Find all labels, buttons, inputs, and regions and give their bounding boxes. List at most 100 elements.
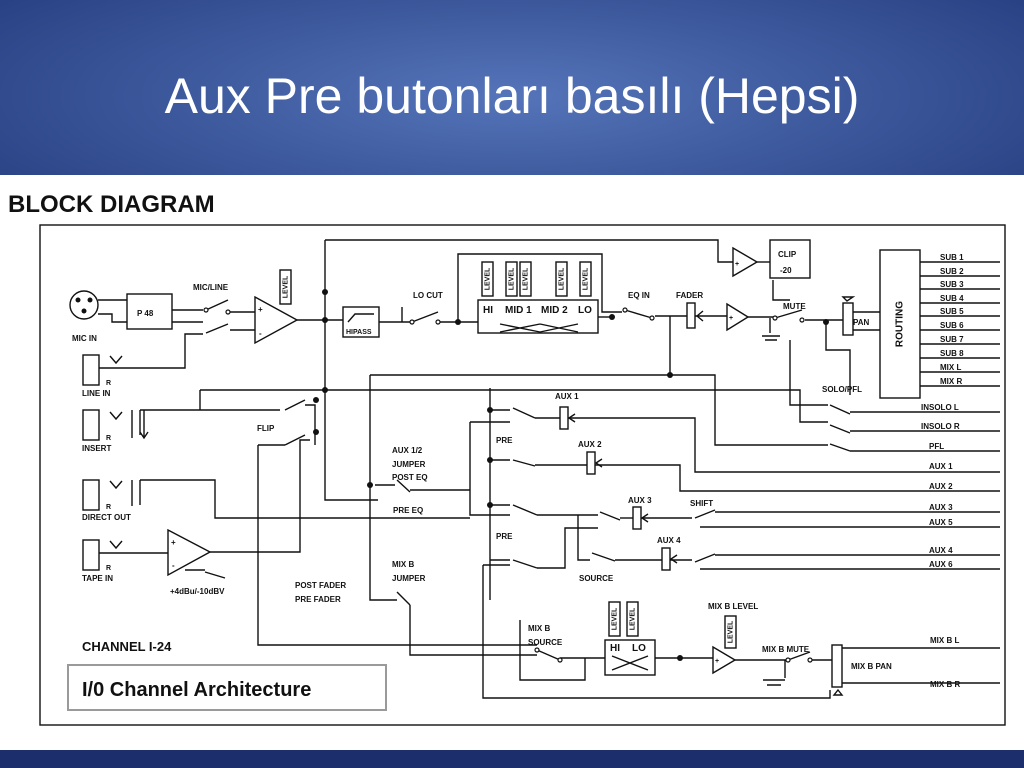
output-label: AUX 6	[929, 560, 953, 569]
label-pan: PAN	[853, 318, 870, 327]
jack-tip-icon	[109, 355, 123, 365]
output-label: SUB 7	[940, 335, 964, 344]
wire	[409, 605, 537, 656]
level-knob-eq-lo: LEVEL	[579, 261, 592, 297]
label-pre-eq: PRE EQ	[393, 506, 423, 515]
junction-dot	[677, 655, 683, 661]
wire	[825, 322, 851, 395]
switch-solo-2	[829, 424, 851, 434]
output-label: SUB 5	[940, 307, 964, 316]
label-level: LEVEL	[611, 607, 618, 630]
junction-dot	[487, 407, 493, 413]
jack-body	[82, 479, 100, 511]
switch-contact	[435, 319, 441, 325]
architecture-caption-box	[67, 664, 387, 711]
wire	[370, 374, 828, 446]
switch-mixb-mute	[787, 651, 811, 661]
output-label: MIX B R	[930, 680, 960, 689]
jack-tape-in: R	[82, 539, 123, 572]
switch-mixb-jumper	[396, 591, 411, 606]
switch-contact	[557, 657, 563, 663]
switch-aux4-pre	[512, 559, 538, 569]
junction-dot	[487, 457, 493, 463]
switch-shift-1	[694, 509, 716, 519]
label-mixb-eq-hi: HI	[610, 643, 620, 654]
wire	[140, 479, 470, 519]
jack-tip-icon	[109, 540, 123, 550]
aux3-pot	[632, 506, 642, 530]
label-pre: PRE	[496, 532, 513, 541]
level-knob-mixb-level: LEVEL	[724, 615, 737, 649]
label-mixb-jumper-2: JUMPER	[392, 574, 426, 583]
level-knob-body	[279, 269, 292, 305]
label-level: LEVEL	[522, 267, 529, 290]
jack-r: R	[106, 504, 111, 511]
wire	[325, 239, 733, 263]
level-knob-body	[724, 615, 737, 649]
switch-aux12-jumper	[396, 479, 411, 493]
label-mixb-level: MIX B LEVEL	[708, 602, 758, 611]
opamp-plus: +	[171, 538, 176, 547]
switch-tape-level	[204, 571, 226, 579]
fader-pot	[686, 302, 696, 329]
label-eq-lo: LO	[578, 305, 592, 316]
wire	[482, 565, 831, 699]
junction-dot	[367, 482, 373, 488]
label-post-fader: POST FADER	[295, 581, 346, 590]
level-knob-eq-mid1a: LEVEL	[505, 261, 518, 297]
wire	[457, 253, 622, 322]
label-shift: SHIFT	[690, 499, 713, 508]
output-label: SUB 2	[940, 267, 964, 276]
fader-wiper-icon	[695, 310, 704, 322]
switch-contact	[622, 307, 628, 313]
p48-box	[126, 293, 173, 330]
label-lo-cut: LO CUT	[413, 291, 443, 300]
switch-contact	[649, 315, 655, 321]
label-mixb-eq-lo: LO	[632, 643, 646, 654]
xlr-pin	[87, 297, 93, 303]
pot-wiper-icon	[567, 413, 576, 423]
label-aux12-jumper-1: AUX 1/2	[392, 446, 423, 455]
aux2-pot	[586, 451, 596, 475]
switch-mic-line	[205, 299, 229, 334]
output-label: AUX 2	[929, 482, 953, 491]
junction-dot	[322, 387, 328, 393]
switch-flip	[284, 399, 306, 446]
opamp-minus: -	[172, 561, 175, 570]
ground-icon	[762, 335, 780, 341]
label-level: LEVEL	[582, 267, 589, 290]
signal-wires	[98, 239, 1000, 699]
output-label: AUX 3	[929, 503, 953, 512]
pan-pot	[842, 302, 854, 336]
level-knob-body	[555, 261, 568, 297]
label-solo-pfl: SOLO/PFL	[822, 385, 862, 394]
slide-header: Aux Pre butonları basılı (Hepsi)	[0, 0, 1024, 175]
label-aux3: AUX 3	[628, 496, 652, 505]
switch-contact	[225, 309, 231, 315]
opamp-plus: +	[258, 305, 263, 314]
junction-dot	[313, 397, 319, 403]
label-level: LEVEL	[558, 267, 565, 290]
level-knob-body	[608, 601, 621, 637]
jack-body	[82, 409, 100, 441]
label-eq-mid1: MID 1	[505, 305, 532, 316]
hipass-curve-icon	[347, 313, 374, 323]
level-knob-eq-mid2: LEVEL	[555, 261, 568, 297]
wire	[469, 422, 510, 516]
jack-r: R	[106, 565, 111, 572]
routing-matrix	[879, 249, 921, 399]
label-aux12-jumper-3: POST EQ	[392, 473, 428, 482]
xlr-body	[69, 290, 99, 320]
output-label: INSOLO R	[921, 422, 960, 431]
label-aux12-jumper-2: JUMPER	[392, 460, 426, 469]
label-level: LEVEL	[484, 267, 491, 290]
junction-dot	[823, 319, 829, 325]
clip-comparator	[732, 246, 759, 278]
label-mic-line: MIC/LINE	[193, 283, 229, 292]
switch-lo-cut	[411, 311, 439, 323]
label-p48: P 48	[137, 309, 154, 318]
aux4-pot	[661, 547, 671, 571]
eq-crossover-icon	[499, 323, 579, 333]
wire	[257, 445, 537, 646]
wire	[519, 620, 586, 681]
